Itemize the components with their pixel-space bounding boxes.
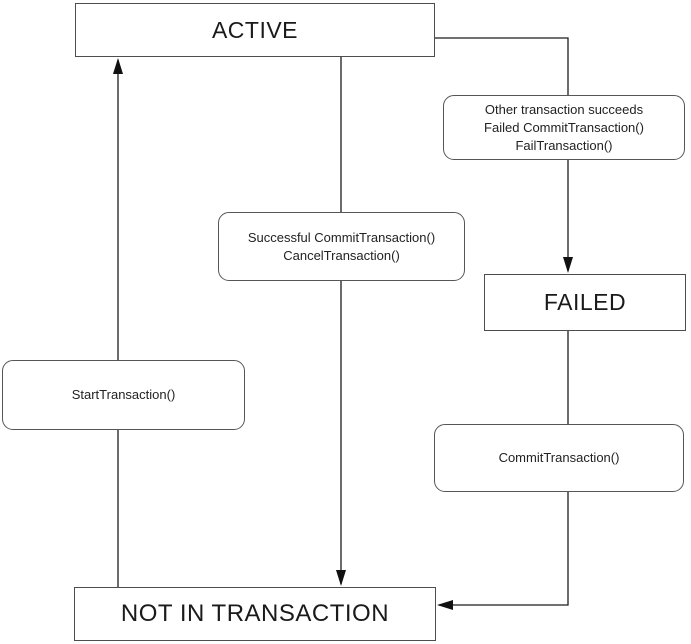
state-not-in-transaction: NOT IN TRANSACTION [74, 587, 436, 641]
state-not-in-transaction-label: NOT IN TRANSACTION [120, 600, 390, 627]
arrowhead-down-into-not-in-transaction [336, 570, 346, 586]
state-failed: FAILED [484, 274, 686, 331]
transition-label-active-to-failed: Other transaction succeeds Failed Commit… [443, 95, 685, 160]
transition-label-line: CancelTransaction() [283, 247, 400, 263]
edge-commit-from-failed [439, 331, 569, 606]
edge-fail-transaction [435, 37, 569, 271]
transition-label-line: Other transaction succeeds [484, 101, 644, 117]
arrowhead-up-into-active [113, 58, 123, 74]
arrowhead-down-into-failed [563, 257, 573, 273]
state-failed-label: FAILED [543, 289, 627, 315]
transition-label-line: StartTransaction() [71, 387, 176, 402]
transition-label-line: Successful CommitTransaction() [247, 229, 436, 245]
transition-label-line: FailTransaction() [515, 137, 613, 153]
arrowhead-left-into-not-in-transaction [437, 600, 453, 610]
transition-label-active-to-not-in-transaction: Successful CommitTransaction() CancelTra… [218, 212, 465, 281]
state-active: ACTIVE [75, 3, 435, 57]
transition-label-not-in-transaction-to-active: StartTransaction() [2, 360, 245, 430]
state-active-label: ACTIVE [211, 16, 299, 43]
transition-label-failed-to-not-in-transaction: CommitTransaction() [434, 424, 684, 492]
transition-label-line: Failed CommitTransaction() [484, 119, 644, 135]
transition-label-line: CommitTransaction() [498, 450, 620, 465]
